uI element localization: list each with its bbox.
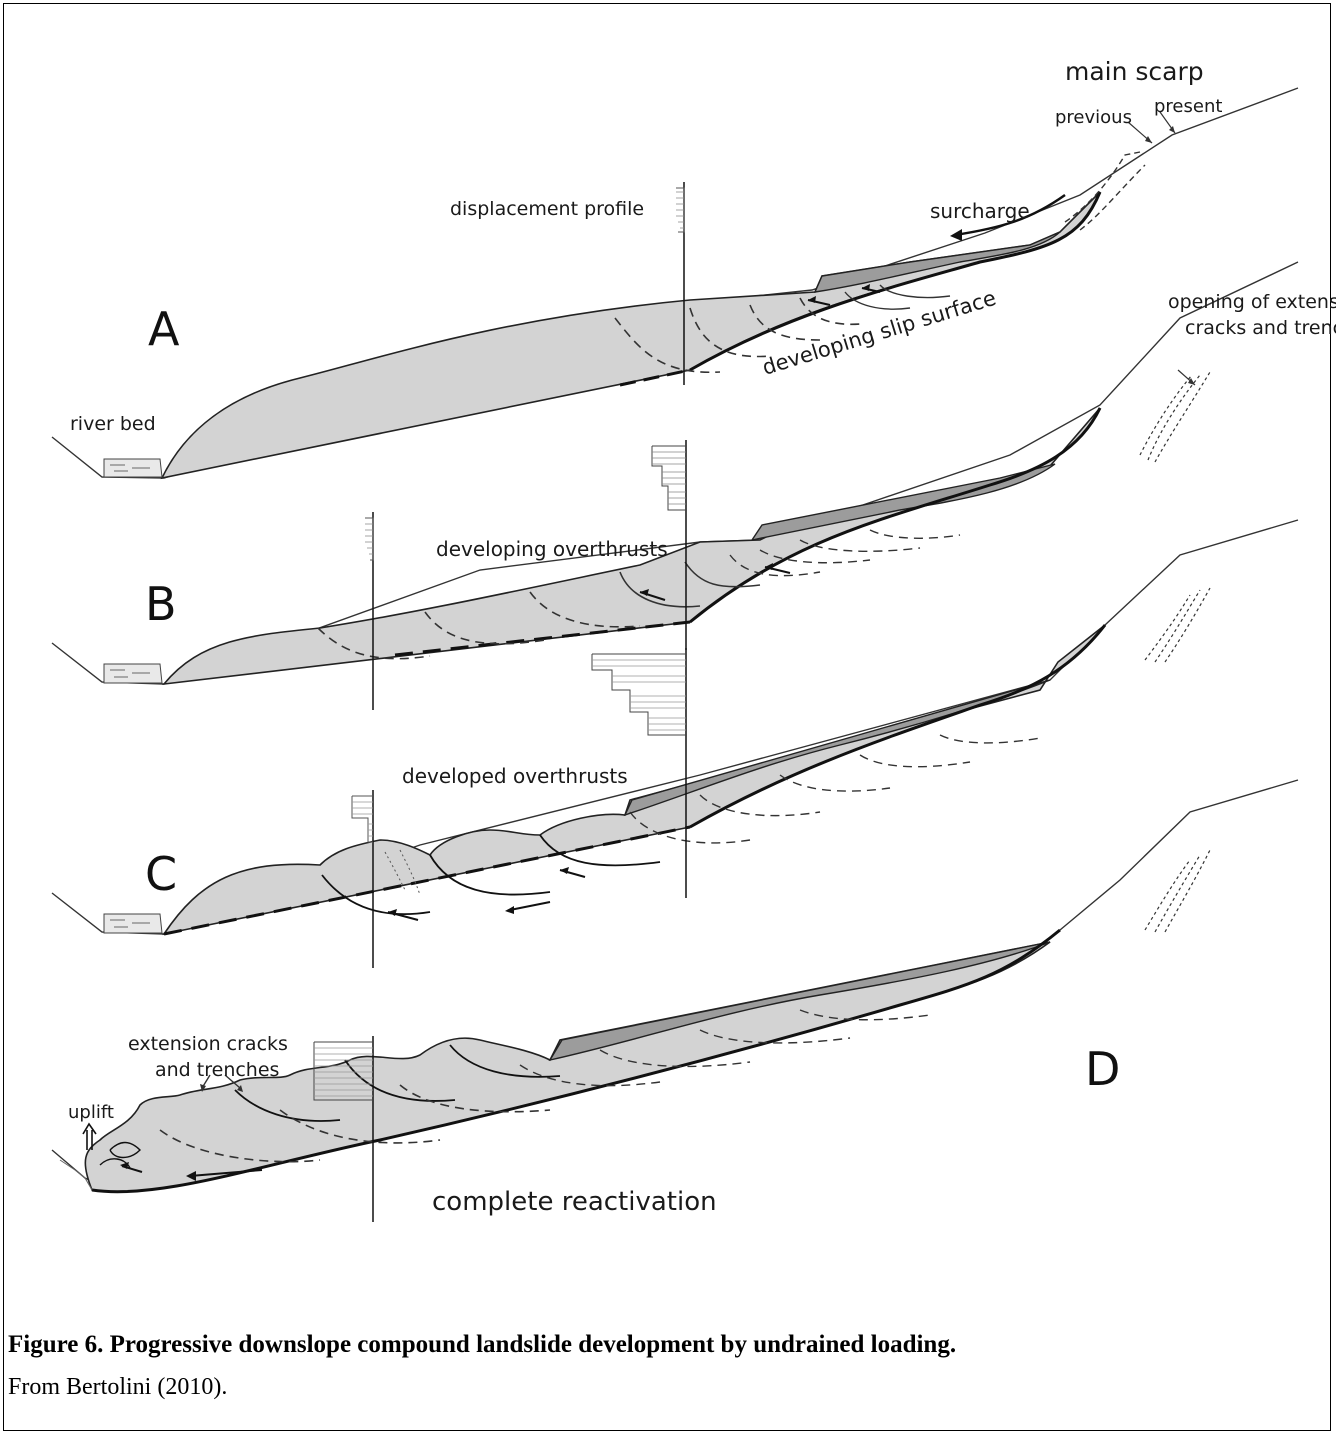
panel-d-letter: D bbox=[1085, 1042, 1120, 1096]
displacement-profile-label: displacement profile bbox=[450, 198, 644, 220]
figure-caption: Figure 6. Progressive downslope compound… bbox=[8, 1328, 1318, 1402]
caption-source: From Bertolini (2010). bbox=[8, 1372, 1318, 1402]
main-scarp-label: main scarp bbox=[1065, 57, 1204, 86]
d-cracks-label-line1: extension cracks bbox=[128, 1033, 288, 1055]
present-label: present bbox=[1154, 96, 1222, 117]
river-bed-label: river bed bbox=[70, 413, 156, 435]
developed-overthrusts-label: developed overthrusts bbox=[402, 764, 628, 788]
uplift-label: uplift bbox=[68, 1102, 114, 1123]
landslide-diagram: A main scarp previous present displaceme… bbox=[0, 0, 1336, 1320]
d-cracks-label-line2: and trenches bbox=[155, 1059, 279, 1081]
previous-label: previous bbox=[1055, 107, 1132, 128]
panel-b-letter: B bbox=[145, 577, 177, 631]
surcharge-label: surcharge bbox=[930, 199, 1030, 223]
panel-d: D extension cracks and trenches uplift c… bbox=[52, 780, 1298, 1222]
developing-overthrusts-label: developing overthrusts bbox=[436, 537, 668, 561]
panel-c-letter: C bbox=[145, 847, 177, 901]
extension-cracks-label-line1: opening of extension bbox=[1168, 291, 1336, 313]
extension-cracks-label-line2: cracks and trenches bbox=[1185, 317, 1336, 339]
panel-a: A main scarp previous present displaceme… bbox=[52, 57, 1298, 478]
panel-a-letter: A bbox=[148, 302, 180, 356]
complete-reactivation-label: complete reactivation bbox=[432, 1187, 717, 1217]
caption-title: Figure 6. Progressive downslope compound… bbox=[8, 1328, 1318, 1362]
